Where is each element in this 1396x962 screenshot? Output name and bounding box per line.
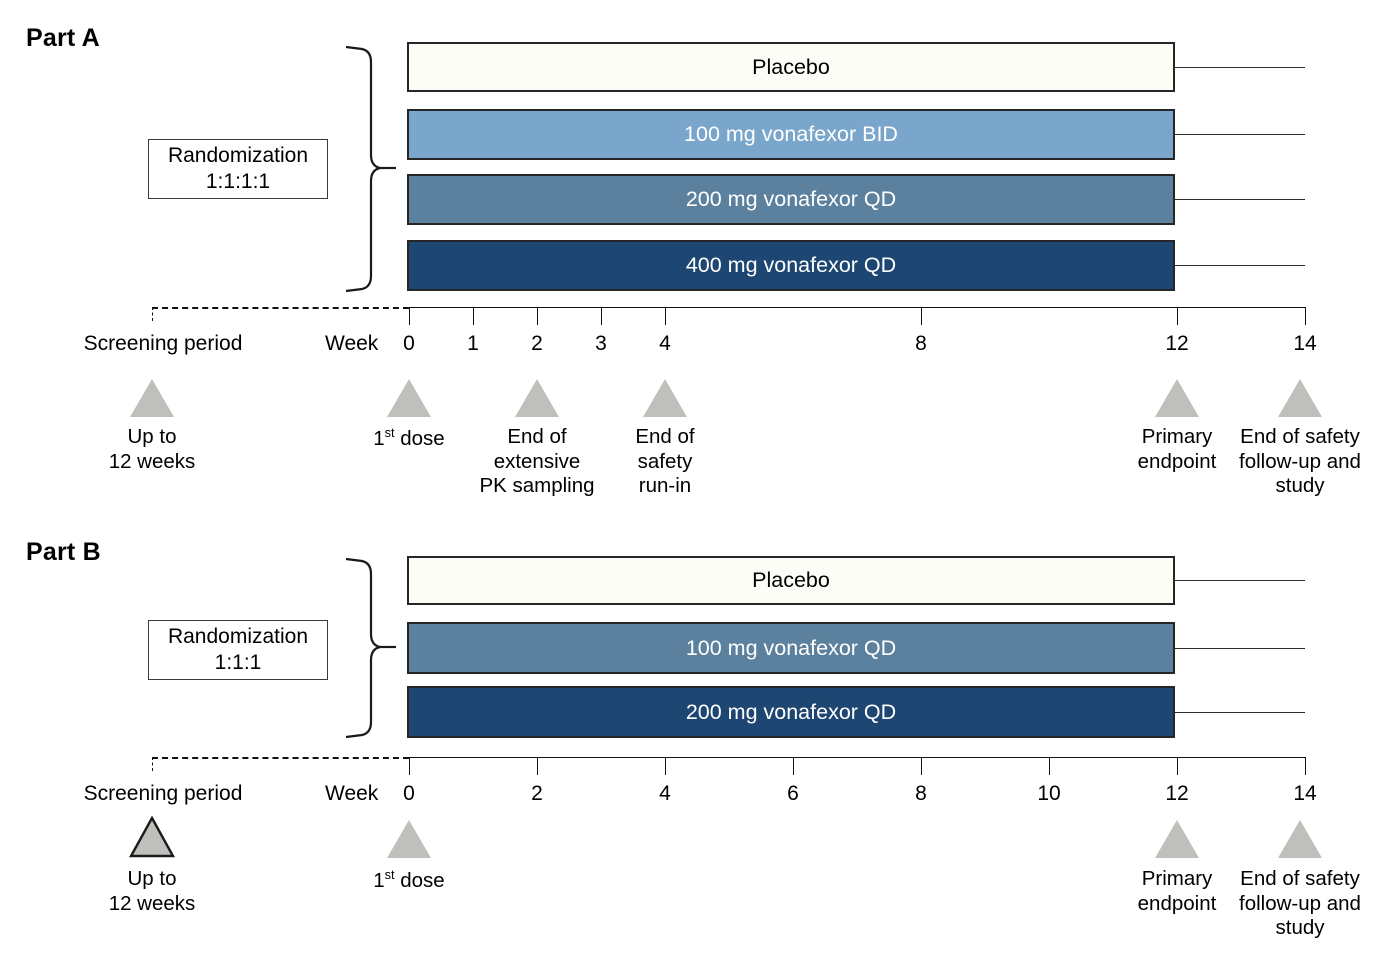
part-b-arm-100mg-qd: 100 mg vonafexor QD: [407, 622, 1175, 674]
part-a-followup-line-3: [1175, 199, 1305, 200]
ordinal-suffix: st: [384, 425, 395, 440]
part-b-ticklabel-8: 8: [915, 782, 927, 805]
part-a-ticklabel-4: 4: [659, 332, 671, 355]
part-a-tick-1: [473, 307, 474, 325]
part-b-brace: [345, 557, 396, 739]
part-b-tick-14: [1305, 757, 1306, 775]
part-b-tick-0: [409, 757, 410, 775]
part-b-tick-12: [1177, 757, 1178, 775]
part-b-randomization-label: Randomization: [167, 625, 309, 649]
arm-label: 400 mg vonafexor QD: [685, 253, 897, 277]
part-b-event-first-dose-label: 1st dose: [373, 867, 445, 892]
part-b-followup-line-1: [1175, 580, 1305, 581]
part-a-week-word: Week: [325, 332, 379, 355]
part-b-screening-start-tick: [152, 757, 153, 771]
part-a-tick-12: [1177, 307, 1178, 325]
part-b-tick-8: [921, 757, 922, 775]
part-a-screening-label: Screening period: [83, 332, 243, 355]
part-b-ticklabel-6: 6: [787, 782, 799, 805]
part-a-randomization-label: Randomization: [167, 144, 309, 168]
part-b-ticklabel-2: 2: [531, 782, 543, 805]
arm-label: 100 mg vonafexor BID: [684, 122, 898, 146]
part-b-randomization-box: Randomization 1:1:1: [148, 620, 328, 680]
part-b-marker-screening-triangle-icon: [128, 815, 176, 858]
part-b-ticklabel-10: 10: [1037, 782, 1061, 805]
part-a-ticklabel-2: 2: [531, 332, 543, 355]
part-a-title: Part A: [26, 24, 100, 52]
part-b-screening-label: Screening period: [83, 782, 243, 805]
part-a-tick-3: [601, 307, 602, 325]
part-a-arm-placebo: Placebo: [407, 42, 1175, 92]
part-a-arm-200mg-qd: 200 mg vonafexor QD: [407, 174, 1175, 225]
part-a-marker-end-of-study-triangle-icon: [1278, 379, 1322, 417]
part-b-followup-line-3: [1175, 712, 1305, 713]
arm-label: Placebo: [752, 54, 830, 79]
part-a-marker-primary-endpoint-triangle-icon: [1155, 379, 1199, 417]
part-b-arm-placebo: Placebo: [407, 556, 1175, 605]
part-a-screening-start-tick: [152, 307, 153, 321]
part-a-tick-0: [409, 307, 410, 325]
part-b-tick-4: [665, 757, 666, 775]
part-a-ticklabel-12: 12: [1165, 332, 1189, 355]
part-a-axis-line: [409, 307, 1305, 308]
part-b-marker-primary-endpoint-triangle-icon: [1155, 820, 1199, 858]
part-a-event-first-dose-label: 1st dose: [373, 425, 445, 450]
part-b-axis-line: [409, 757, 1305, 758]
part-b-tick-6: [793, 757, 794, 775]
part-a-brace: [345, 45, 396, 293]
part-a-ticklabel-0: 0: [403, 332, 415, 355]
part-b-marker-first-dose-triangle-icon: [387, 820, 431, 858]
part-a-screening-dashed-line: [152, 307, 409, 309]
part-a-randomization-ratio: 1:1:1:1: [205, 170, 271, 193]
part-b-ticklabel-14: 14: [1293, 782, 1317, 805]
part-a-tick-14: [1305, 307, 1306, 325]
arm-label: Placebo: [752, 568, 830, 592]
part-a-followup-line-2: [1175, 134, 1305, 135]
part-a-marker-pk-triangle-icon: [515, 379, 559, 417]
part-b-ticklabel-4: 4: [659, 782, 671, 805]
part-a-followup-line-1: [1175, 67, 1305, 68]
part-a-tick-2: [537, 307, 538, 325]
part-a-arm-400mg-qd: 400 mg vonafexor QD: [407, 240, 1175, 291]
part-b-ticklabel-12: 12: [1165, 782, 1189, 805]
part-a-event-screening-label: Up to 12 weeks: [108, 425, 196, 473]
part-a-marker-runin-triangle-icon: [643, 379, 687, 417]
part-b-marker-end-of-study-triangle-icon: [1278, 820, 1322, 858]
part-a-ticklabel-3: 3: [595, 332, 607, 355]
part-b-event-primary-endpoint-label: Primary endpoint: [1137, 867, 1217, 915]
part-b-week-word: Week: [325, 782, 379, 805]
part-a-ticklabel-1: 1: [467, 332, 479, 355]
part-a-tick-8: [921, 307, 922, 325]
part-b-arm-200mg-qd: 200 mg vonafexor QD: [407, 686, 1175, 738]
part-b-tick-2: [537, 757, 538, 775]
part-a-event-pk-label: End of extensive PK sampling: [479, 425, 595, 498]
part-a-event-end-of-study-label: End of safety follow-up and study: [1239, 425, 1361, 498]
arm-label: 100 mg vonafexor QD: [685, 635, 897, 660]
part-b-tick-10: [1049, 757, 1050, 775]
part-b-randomization-ratio: 1:1:1: [214, 651, 262, 674]
part-b-ticklabel-0: 0: [403, 782, 415, 805]
arm-label: 200 mg vonafexor QD: [685, 699, 897, 724]
part-a-ticklabel-8: 8: [915, 332, 927, 355]
part-a-ticklabel-14: 14: [1293, 332, 1317, 355]
part-a-marker-first-dose-triangle-icon: [387, 379, 431, 417]
part-a-event-runin-label: End of safety run-in: [635, 425, 695, 498]
part-a-randomization-box: Randomization 1:1:1:1: [148, 139, 328, 199]
part-b-screening-dashed-line: [152, 757, 409, 759]
part-b-event-screening-label: Up to 12 weeks: [108, 867, 196, 915]
part-b-title: Part B: [26, 538, 101, 566]
arm-label: 200 mg vonafexor QD: [685, 187, 897, 211]
part-a-marker-screening-triangle-icon: [130, 379, 174, 417]
part-a-tick-4: [665, 307, 666, 325]
part-a-event-primary-endpoint-label: Primary endpoint: [1137, 425, 1217, 473]
part-b-event-end-of-study-label: End of safety follow-up and study: [1239, 867, 1361, 940]
part-a-followup-line-4: [1175, 265, 1305, 266]
part-a-arm-100mg-bid: 100 mg vonafexor BID: [407, 109, 1175, 160]
ordinal-suffix: st: [384, 867, 395, 882]
part-b-followup-line-2: [1175, 648, 1305, 649]
